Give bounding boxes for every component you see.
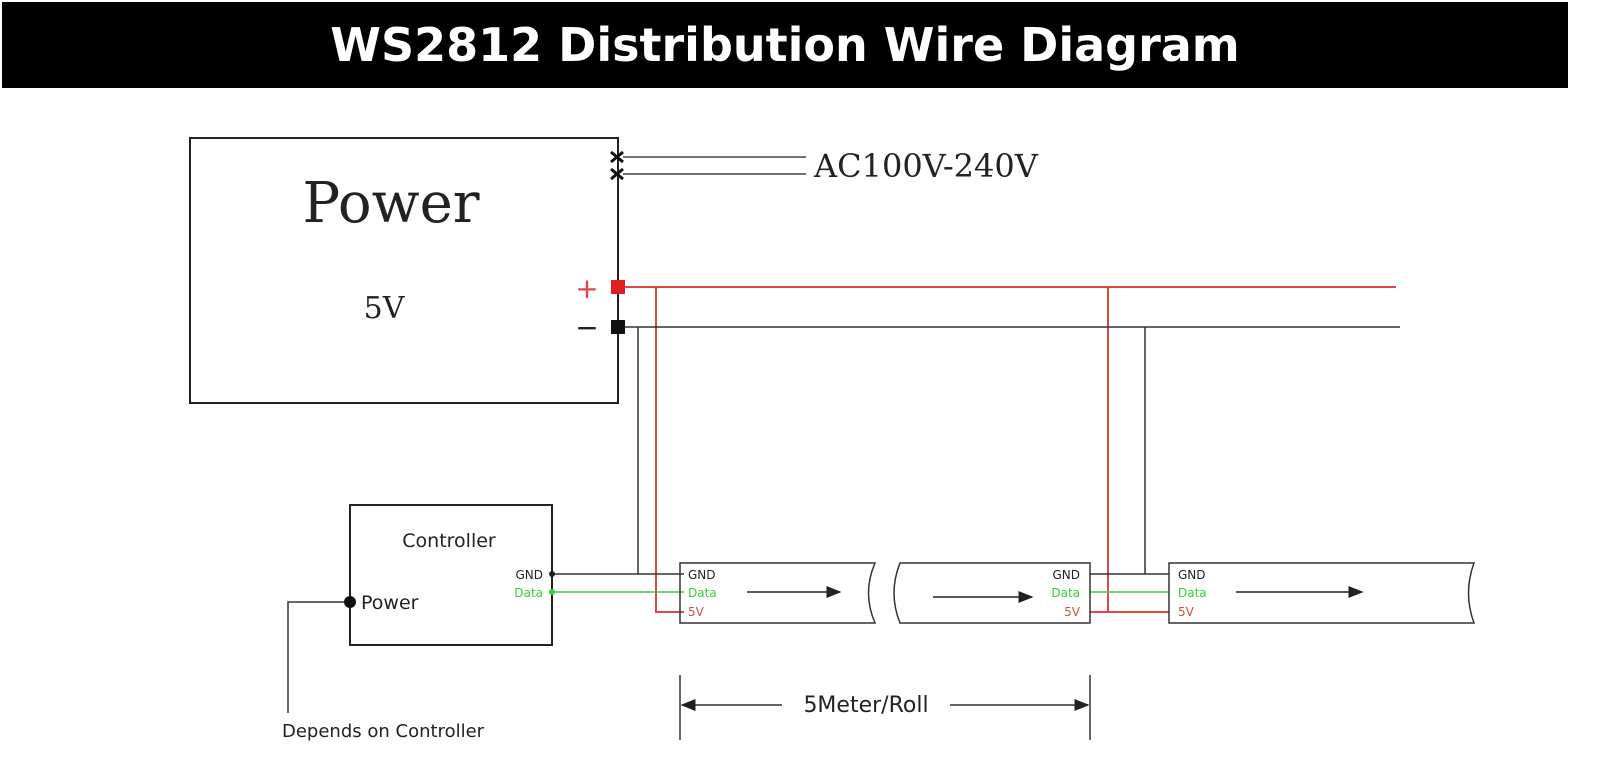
strip2-data-label: Data [1051, 586, 1080, 600]
negative-sign: − [575, 311, 598, 344]
positive-terminal [611, 280, 625, 294]
strip1-data-label: Data [688, 586, 717, 600]
controller-note: Depends on Controller [282, 721, 485, 742]
led-strip-segment-2: GND Data 5V [893, 562, 1091, 624]
diagram-title: WS2812 Distribution Wire Diagram [330, 18, 1240, 72]
power-supply-box [189, 137, 619, 404]
negative-terminal [611, 320, 625, 334]
roll-length-dimension [679, 675, 1091, 740]
strip1-5v-label: 5V [688, 605, 705, 619]
strip1-gnd-label: GND [688, 568, 716, 582]
controller-power-lead [287, 601, 344, 713]
controller-power-label: Power [361, 592, 419, 614]
positive-wiring [625, 286, 1396, 613]
positive-sign: + [575, 272, 598, 305]
strip3-5v-label: 5V [1178, 605, 1195, 619]
led-strip-segment-3: GND Data 5V [1168, 562, 1476, 624]
controller-label: Controller [402, 530, 496, 552]
controller-gnd-label: GND [515, 568, 543, 582]
strip3-gnd-label: GND [1178, 568, 1206, 582]
negative-wiring [553, 326, 1400, 575]
led-strip-segment-1: GND Data 5V [679, 562, 877, 624]
title-bar: WS2812 Distribution Wire Diagram [2, 2, 1568, 88]
strip3-data-label: Data [1178, 586, 1207, 600]
roll-length-label: 5Meter/Roll [803, 693, 928, 718]
controller-power-terminal [344, 596, 356, 608]
strip2-gnd-label: GND [1052, 568, 1080, 582]
ac-input-terminals [610, 150, 624, 181]
ac-input-label: AC100V-240V [813, 147, 1039, 185]
controller-data-terminal [549, 589, 555, 595]
controller-data-label: Data [514, 586, 543, 600]
strip2-5v-label: 5V [1064, 605, 1081, 619]
controller-gnd-terminal [549, 571, 555, 577]
power-supply-label: Power [303, 171, 480, 236]
power-supply-voltage: 5V [364, 291, 406, 326]
